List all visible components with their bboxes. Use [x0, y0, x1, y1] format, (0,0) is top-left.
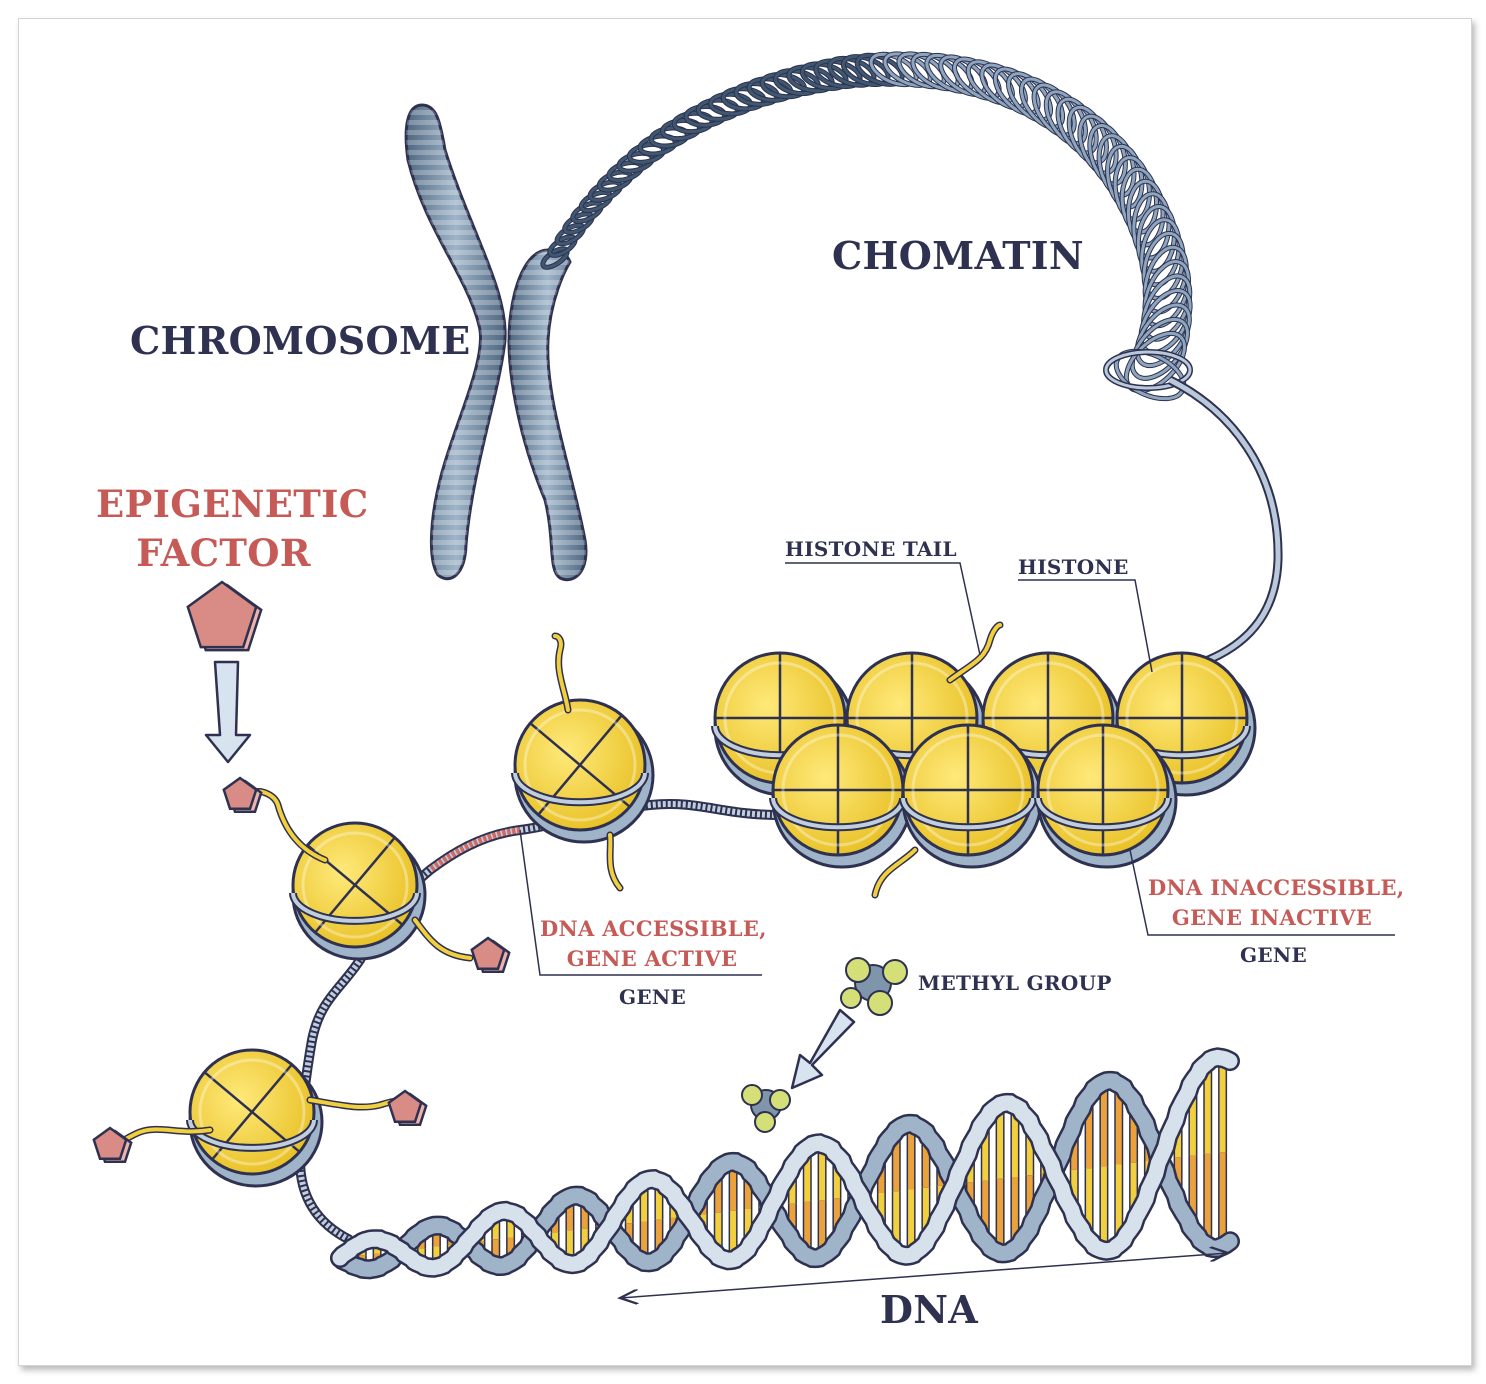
chromosome-label: CHROMOSOME: [130, 318, 471, 363]
epigenetic-factor-line1: EPIGENETIC: [96, 482, 369, 526]
histone-bottom-1: [769, 723, 913, 869]
epigenetic-factor-pentagon-large: [186, 580, 263, 652]
gene-inactive-label: GENE: [1240, 943, 1308, 967]
dna-inaccessible-label: DNA INACCESSIBLE, GENE INACTIVE: [1148, 873, 1405, 933]
dna-double-helix: [330, 1047, 1240, 1280]
epigenetic-factors: [92, 580, 511, 1164]
dna-length-arrow: [620, 1253, 1228, 1298]
dna-accessible-line2: GENE ACTIVE: [566, 946, 738, 971]
histone-label: HISTONE: [1018, 555, 1129, 579]
active-gene-segment: [428, 827, 521, 873]
histone-bottom-3: [1034, 723, 1178, 869]
methyl-group-attached: [741, 1084, 791, 1133]
chromatin-coil: [540, 51, 1193, 402]
gene-active-label: GENE: [619, 985, 687, 1009]
epigenetic-factor-pentagon: [387, 1089, 428, 1127]
methyl-group-icon: [840, 957, 908, 1016]
dna-inaccessible-line1: DNA INACCESSIBLE,: [1148, 875, 1405, 900]
histone-group: [186, 651, 1257, 1188]
epigenetic-factor-pentagon: [92, 1126, 133, 1164]
epigenetic-factor-line2: FACTOR: [136, 531, 311, 575]
epigenetic-factor-label: EPIGENETIC FACTOR: [96, 480, 369, 578]
factor-arrow: [204, 660, 252, 764]
epigenetic-factor-pentagon: [470, 936, 511, 974]
methyl-arrow: [790, 1008, 856, 1090]
chromosome: [404, 103, 588, 582]
histone-free-3: [186, 1048, 324, 1188]
epigenetic-factor-pentagon: [222, 776, 263, 814]
histone-tail-label: HISTONE TAIL: [785, 537, 957, 561]
methyl-group-label: METHYL GROUP: [918, 971, 1112, 995]
dna-label: DNA: [880, 1287, 979, 1332]
histone-free-1: [511, 698, 655, 844]
dna-accessible-label: DNA ACCESSIBLE, GENE ACTIVE: [540, 914, 767, 974]
dna-accessible-line1: DNA ACCESSIBLE,: [540, 916, 767, 941]
chromatin-strand: [1167, 375, 1283, 670]
chromatin-label: CHOMATIN: [832, 233, 1084, 278]
leader-lines: [519, 562, 1395, 976]
dna-inaccessible-line2: GENE INACTIVE: [1171, 905, 1373, 930]
histone-free-2: [289, 821, 427, 961]
